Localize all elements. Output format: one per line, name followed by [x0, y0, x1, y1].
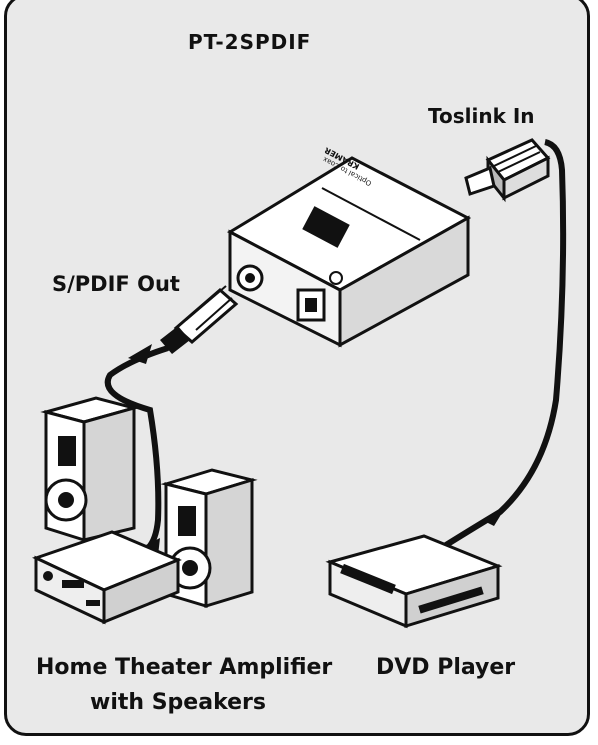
diagram-title: PT-2SPDIF: [188, 30, 311, 54]
amplifier-label-line1: Home Theater Amplifier: [36, 655, 332, 680]
spdif-out-label: S/PDIF Out: [52, 272, 180, 296]
amplifier-label-line2: with Speakers: [90, 690, 266, 715]
rca-plug: [160, 286, 236, 354]
dvd-player-label: DVD Player: [376, 655, 515, 680]
left-speaker: [46, 398, 134, 540]
dvd-player-device: [330, 536, 498, 626]
toslink-in-label: Toslink In: [428, 104, 535, 128]
toslink-cable: [430, 142, 563, 555]
converter-box: KRAMER Optical to Coax: [230, 145, 468, 345]
toslink-connector: [466, 140, 548, 198]
